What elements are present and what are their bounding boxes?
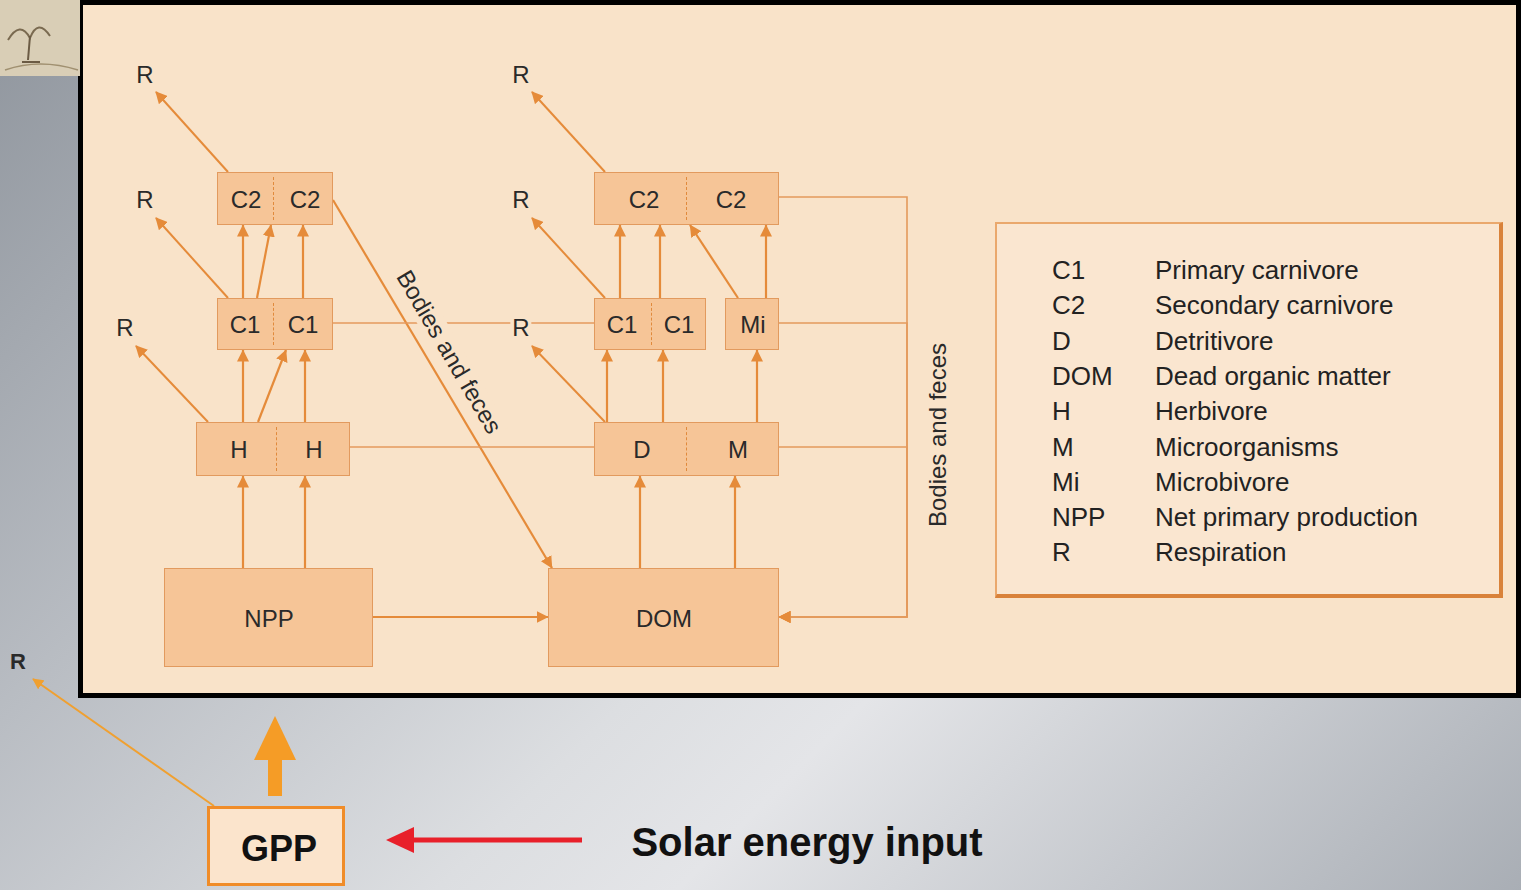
flow-arrow (242, 225, 244, 298)
legend-description: Dead organic matter (1155, 363, 1391, 389)
node-label: C2 (629, 188, 660, 212)
solar-input-arrow (386, 827, 582, 853)
dom-box: DOM (548, 568, 779, 667)
legend-abbreviation: M (1052, 434, 1074, 460)
dashed-divider (686, 177, 687, 220)
legend-abbreviation: C1 (1052, 257, 1085, 283)
respiration-arrow (156, 218, 228, 298)
flow-arrow (639, 476, 641, 568)
carnivore-box: C2 C2 (217, 172, 333, 225)
decomposer-box: DM (594, 422, 779, 476)
carnivore-box: C2 C2 (594, 172, 779, 225)
carnivore-box: C1 C1 (594, 298, 706, 350)
thumbnail-illustration (0, 0, 80, 76)
respiration-arrow (532, 92, 605, 172)
dashed-divider (651, 303, 652, 345)
legend-description: Secondary carnivore (1155, 292, 1393, 318)
legend-description: Herbivore (1155, 398, 1268, 424)
node-label: Mi (740, 313, 765, 337)
flow-arrow (662, 350, 664, 422)
flow-arrow (659, 225, 661, 298)
microbivore-box: Mi (725, 298, 779, 350)
respiration-arrow (532, 218, 605, 298)
legend-description: Detritivore (1155, 328, 1273, 354)
edge-label: Bodies and feces (390, 263, 508, 440)
flow-arrow (734, 476, 736, 568)
legend-description: Microorganisms (1155, 434, 1339, 460)
node-label: H (305, 438, 322, 462)
node-label: H (230, 438, 247, 462)
node-label: M (728, 438, 748, 462)
respiration-arrow (136, 346, 208, 422)
node-label: C2 (231, 188, 262, 212)
respiration-label: R (114, 315, 135, 341)
npp-box: NPP (164, 568, 373, 667)
node-label: C1 (230, 313, 261, 337)
legend-panel: C1 Primary carnivoreC2 Secondary carnivore… (995, 222, 1503, 598)
respiration-label: R (510, 315, 531, 341)
flow-arrow (333, 322, 594, 324)
legend-description: Net primary production (1155, 504, 1418, 530)
edge-label: Bodies and feces (925, 340, 951, 530)
node-label: D (633, 438, 650, 462)
legend-abbreviation: D (1052, 328, 1071, 354)
legend-abbreviation: R (1052, 539, 1071, 565)
respiration-label: R (510, 187, 531, 213)
legend-description: Respiration (1155, 539, 1287, 565)
flow-arrow (765, 225, 767, 298)
node-label: DOM (636, 607, 692, 631)
node-label: C2 (290, 188, 321, 212)
respiration-label: R (134, 62, 155, 88)
respiration-label: R (134, 187, 155, 213)
respiration-arrow (156, 92, 228, 172)
dashed-divider (276, 427, 277, 471)
node-label: C1 (288, 313, 319, 337)
flow-arrow (373, 616, 548, 618)
flow-arrow (350, 446, 594, 448)
legend-abbreviation: C2 (1052, 292, 1085, 318)
dashed-divider (273, 177, 274, 220)
flow-arrow (690, 225, 738, 298)
legend-abbreviation: DOM (1052, 363, 1113, 389)
respiration-arrow (33, 679, 214, 806)
dashed-divider (686, 427, 687, 471)
dashed-divider (273, 303, 274, 345)
flow-arrow (619, 225, 621, 298)
gpp-box: GPP (207, 806, 345, 886)
respiration-arrows (136, 92, 605, 422)
flow-arrow (756, 350, 758, 422)
flow-arrow (304, 350, 306, 422)
node-label: NPP (244, 607, 293, 631)
input-label: Solar energy input (629, 821, 984, 863)
legend-abbreviation: H (1052, 398, 1071, 424)
node-label: C2 (716, 188, 747, 212)
node-label: GPP (241, 831, 317, 867)
carnivore-box: C1 C1 (217, 298, 333, 350)
flow-arrow (242, 476, 244, 568)
flow-arrow (333, 200, 552, 568)
herbivore-box: HH (196, 422, 350, 476)
respiration-label: R (510, 62, 531, 88)
flow-arrow (304, 476, 306, 568)
flow-arrow (779, 197, 907, 617)
node-label: C1 (607, 313, 638, 337)
flow-arrow (779, 447, 907, 617)
flow-arrow (242, 350, 244, 422)
legend-abbreviation: NPP (1052, 504, 1105, 530)
flow-arrow (606, 350, 608, 422)
respiration-label: R (8, 650, 28, 674)
flow-arrow (779, 323, 907, 617)
node-label: C1 (664, 313, 695, 337)
gpp-to-panel-arrow (254, 716, 296, 796)
legend-description: Microbivore (1155, 469, 1289, 495)
legend-abbreviation: Mi (1052, 469, 1079, 495)
flow-arrow (258, 350, 286, 422)
respiration-arrow (532, 346, 605, 422)
flow-arrow (302, 225, 304, 298)
legend-description: Primary carnivore (1155, 257, 1359, 283)
flow-arrow (257, 225, 271, 298)
